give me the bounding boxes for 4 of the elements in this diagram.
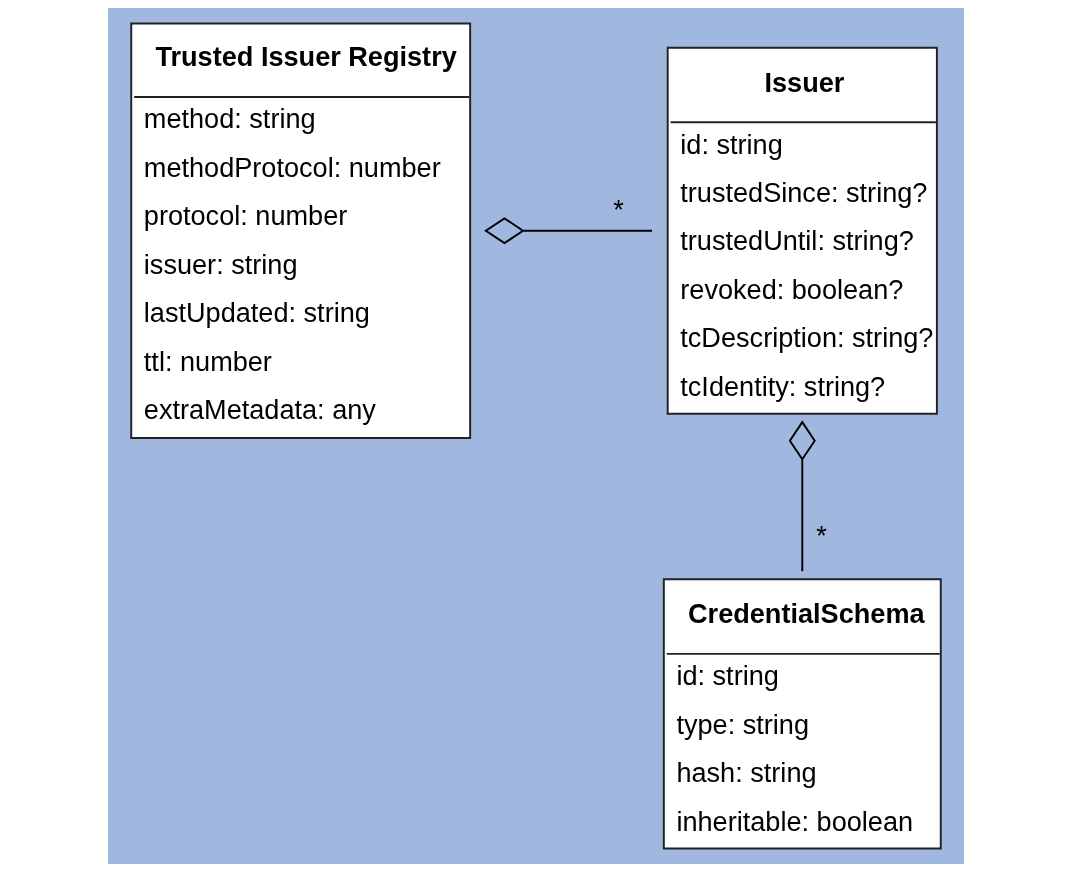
edge-label: * bbox=[612, 193, 624, 225]
connector bbox=[483, 217, 653, 245]
edge-label: * bbox=[815, 519, 827, 551]
connector bbox=[788, 420, 816, 573]
